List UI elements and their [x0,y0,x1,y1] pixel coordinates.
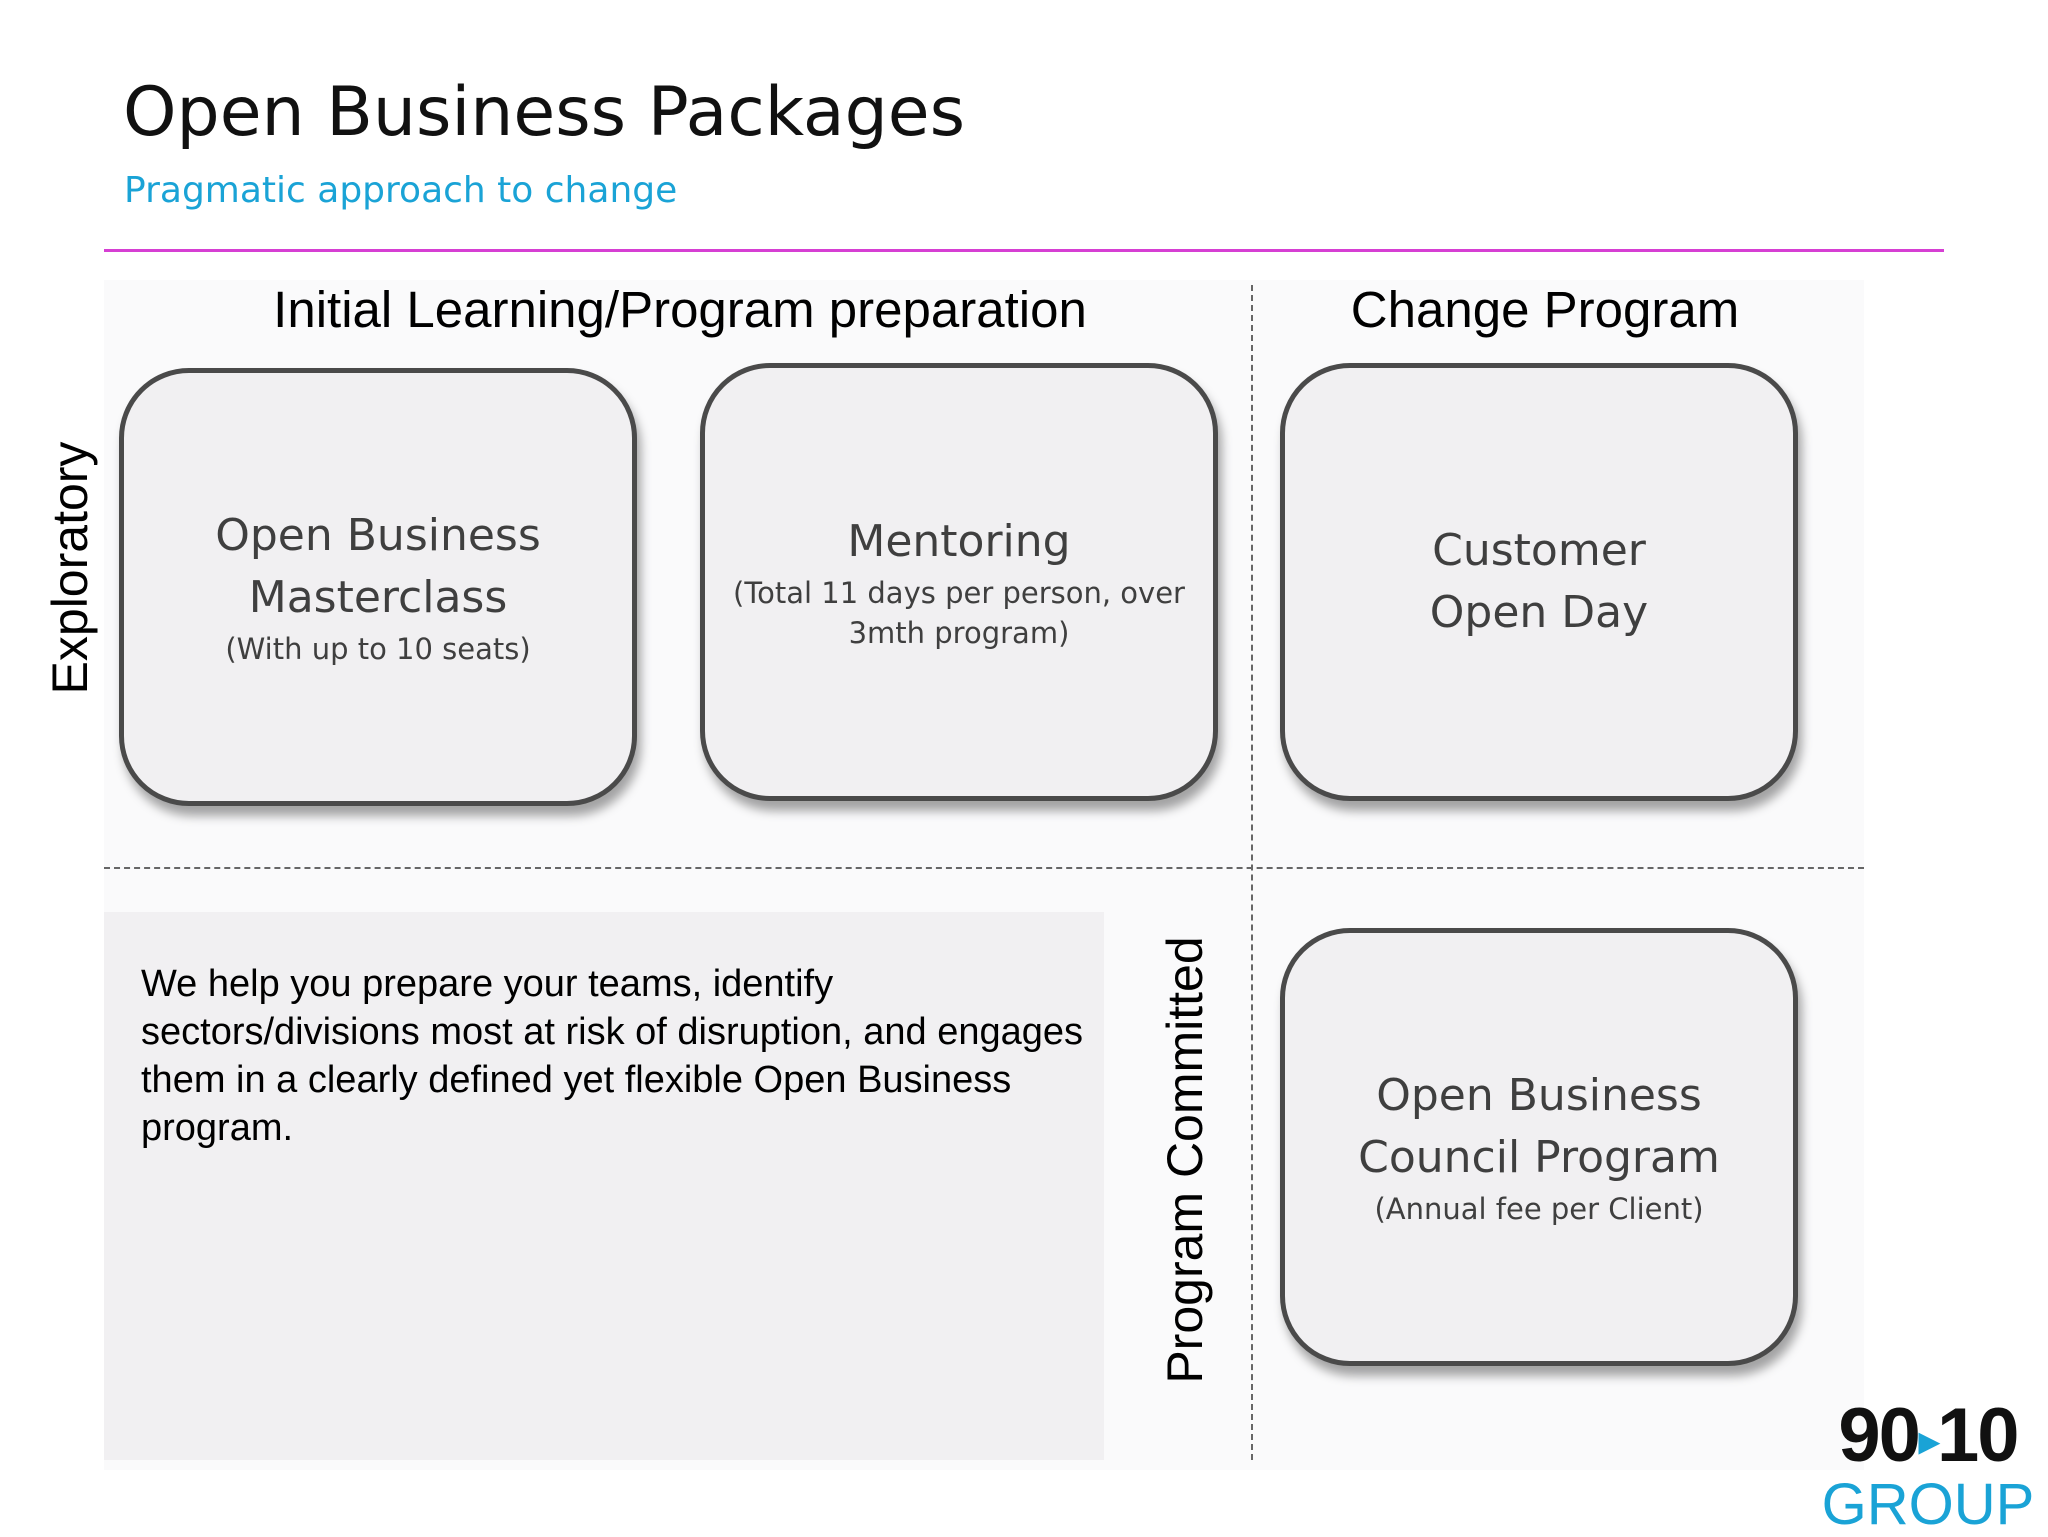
logo-group-text: GROUP [1821,1471,2035,1537]
card-council-note: (Annual fee per Client) [1374,1192,1704,1226]
card-masterclass-line1: Open Business [215,510,541,561]
card-council-line1: Open Business [1376,1070,1702,1121]
card-masterclass-note: (With up to 10 seats) [225,632,531,666]
card-open-business-council-program[interactable]: Open Business Council Program (Annual fe… [1280,928,1798,1366]
card-masterclass-line2: Masterclass [248,572,508,623]
logo-left-number: 90 [1838,1393,1921,1478]
logo-numerals: 90▸10 [1818,1398,2038,1477]
row-label-exploratory: Exploratory [42,441,98,695]
logo-right-number: 10 [1937,1393,2020,1478]
card-mentoring-note1: (Total 11 days per person, over [733,576,1185,610]
row-label-program-committed: Program Committed [1157,936,1213,1384]
vertical-divider [1251,285,1253,1460]
card-mentoring[interactable]: Mentoring (Total 11 days per person, ove… [700,363,1218,801]
info-text: We help you prepare your teams, identify… [141,963,1084,1149]
header-divider [104,249,1944,252]
column-heading-change-program: Change Program [1350,281,1740,338]
card-mentoring-note2: 3mth program) [848,616,1070,650]
logo-separator-icon: ▸ [1918,1418,1939,1463]
page-subtitle: Pragmatic approach to change [124,170,678,211]
info-box: We help you prepare your teams, identify… [104,912,1104,1460]
card-mentoring-title: Mentoring [847,516,1071,567]
card-open-day-line2: Open Day [1429,587,1649,638]
card-customer-open-day[interactable]: Customer Open Day [1280,363,1798,801]
card-council-line2: Council Program [1358,1132,1720,1183]
card-open-day-line1: Customer [1432,525,1646,576]
card-open-business-masterclass[interactable]: Open Business Masterclass (With up to 10… [119,368,637,806]
page-title: Open Business Packages [123,73,965,152]
column-heading-initial-learning: Initial Learning/Program preparation [273,281,1087,338]
company-logo: 90▸10 GROUP [1818,1398,2038,1537]
horizontal-divider [104,867,1864,869]
